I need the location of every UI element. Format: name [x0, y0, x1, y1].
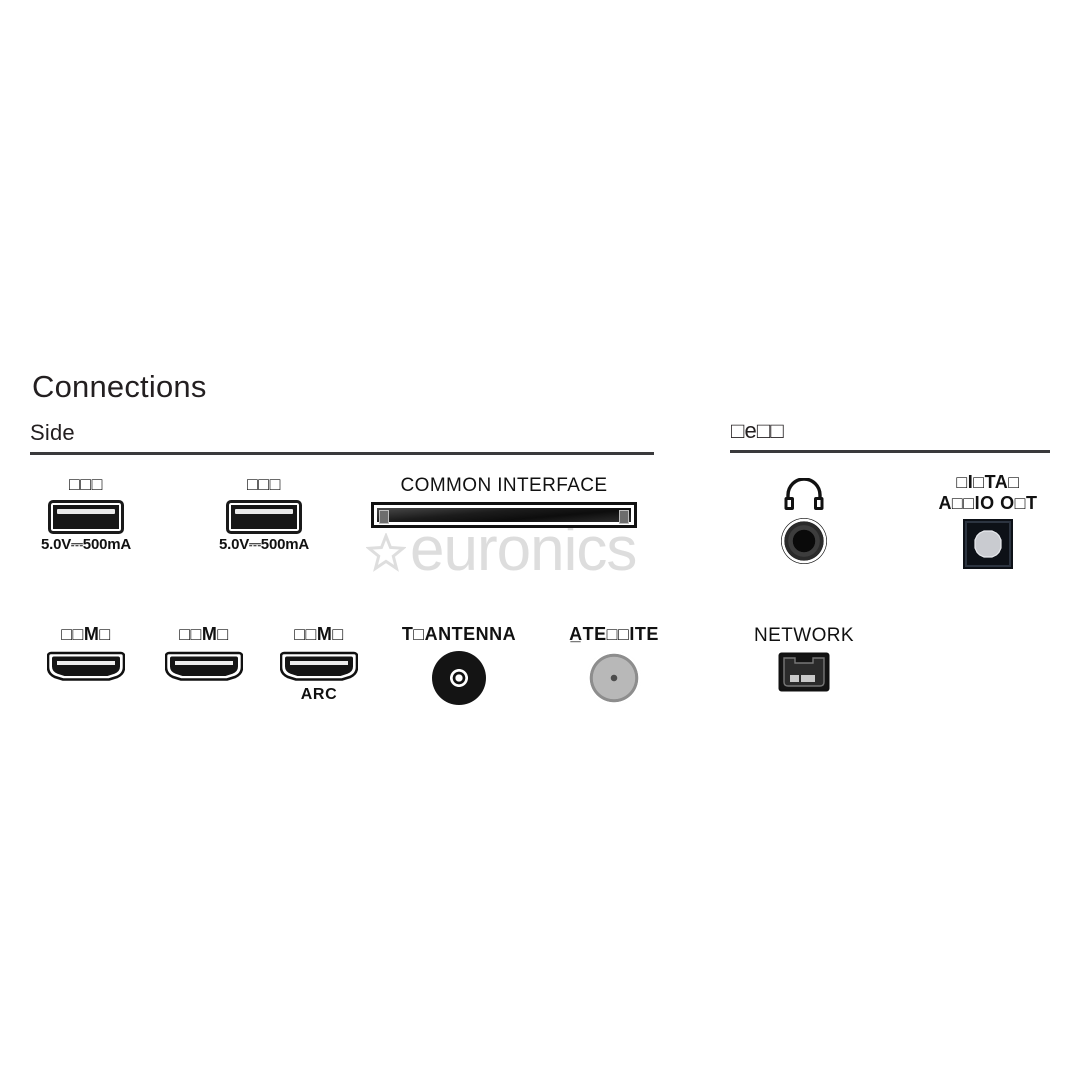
audio-jack-icon — [781, 518, 827, 564]
hdmi-port-icon — [165, 650, 243, 682]
port-hdmi-1[interactable]: □□M□ — [46, 624, 126, 682]
port-digital-audio-out-label: □I□TA□ A□□IO O□T — [938, 472, 1037, 514]
port-usb-1-label: □□□ — [68, 474, 104, 494]
port-hdmi-3-arc[interactable]: □□M□ ARC — [279, 624, 359, 704]
port-usb-2-spec: 5.0V⎓500mA — [218, 536, 310, 553]
digital-audio-line-1: □I□TA□ — [956, 472, 1020, 492]
digital-audio-line-2: A□□IO O□T — [938, 493, 1038, 513]
port-network[interactable]: NETWORK — [750, 626, 858, 692]
port-common-interface[interactable]: COMMON INTERFACE — [370, 476, 638, 528]
coax-satellite-icon — [587, 651, 641, 705]
port-hdmi-2[interactable]: □□M□ — [164, 624, 244, 682]
page-title: Connections — [32, 369, 207, 404]
star-icon — [366, 533, 406, 572]
optical-toslink-icon — [963, 519, 1013, 569]
port-tv-antenna-label: T□ANTENNA — [401, 624, 517, 644]
coax-antenna-icon — [432, 651, 486, 705]
section-heading-side: Side — [30, 420, 75, 445]
usb-port-icon — [48, 500, 124, 534]
divider-side — [30, 452, 654, 455]
section-heading-rear: □e□□ — [731, 418, 784, 443]
port-digital-audio-out[interactable]: □I□TA□ A□□IO O□T — [918, 472, 1058, 569]
port-usb-1[interactable]: □□□ 5.0V⎓500mA — [26, 474, 146, 553]
rj45-port-icon — [778, 652, 830, 692]
port-satellite[interactable]: A̲TE□□ITE — [540, 624, 688, 705]
port-tv-antenna[interactable]: T□ANTENNA — [388, 624, 530, 705]
port-common-interface-label: COMMON INTERFACE — [400, 475, 608, 496]
port-network-label: NETWORK — [754, 625, 854, 646]
port-hdmi-3-label: □□M□ — [294, 624, 344, 644]
usb-port-icon — [226, 500, 302, 534]
hdmi-port-icon — [280, 650, 358, 682]
divider-rear — [730, 450, 1050, 453]
port-headphone-out[interactable] — [768, 478, 840, 564]
headphone-icon — [784, 478, 824, 510]
port-hdmi-2-label: □□M□ — [179, 624, 229, 644]
port-usb-2[interactable]: □□□ 5.0V⎓500mA — [204, 474, 324, 553]
port-usb-2-label: □□□ — [246, 474, 282, 494]
ci-slot-icon — [371, 502, 637, 528]
hdmi-port-icon — [47, 650, 125, 682]
port-usb-1-spec: 5.0V⎓500mA — [40, 536, 132, 553]
port-hdmi-3-sublabel: ARC — [300, 686, 338, 703]
port-satellite-label: A̲TE□□ITE — [569, 624, 659, 644]
watermark-text: euronics — [410, 515, 637, 584]
port-hdmi-1-label: □□M□ — [61, 624, 111, 644]
